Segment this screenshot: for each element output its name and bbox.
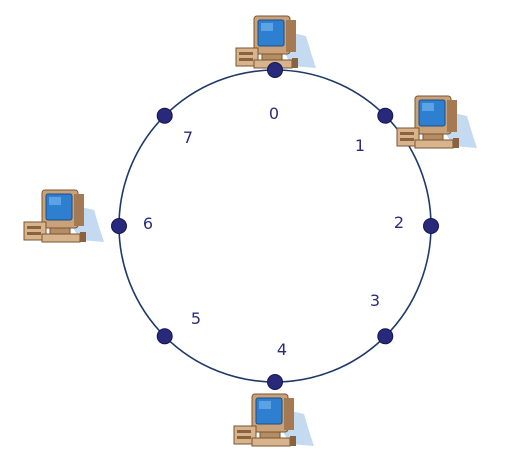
- ring-node-6: [111, 218, 127, 234]
- node-labels: 0 1 2 3 4 5 6 7: [143, 104, 404, 359]
- ring-node-7: [156, 107, 173, 124]
- ring-node-2: [423, 218, 439, 234]
- desktop-computer-icon: [233, 393, 315, 447]
- desktop-computer-icon: [396, 95, 478, 149]
- node-label-5: 5: [191, 309, 201, 328]
- node-label-7: 7: [183, 128, 193, 147]
- ring-node-3: [377, 328, 394, 345]
- ring-nodes: [111, 62, 439, 390]
- node-label-2: 2: [394, 213, 404, 232]
- ring-node-4: [267, 374, 283, 390]
- node-label-6: 6: [143, 214, 153, 233]
- ring-node-1: [377, 107, 394, 124]
- node-label-1: 1: [355, 136, 365, 155]
- node-label-0: 0: [269, 104, 279, 123]
- ring-node-5: [156, 328, 173, 345]
- ring-node-0: [267, 62, 283, 78]
- desktop-computer-icon: [23, 189, 105, 243]
- computers: [23, 15, 478, 447]
- node-label-3: 3: [370, 291, 380, 310]
- desktop-computer-icon: [235, 15, 317, 69]
- node-label-4: 4: [277, 340, 287, 359]
